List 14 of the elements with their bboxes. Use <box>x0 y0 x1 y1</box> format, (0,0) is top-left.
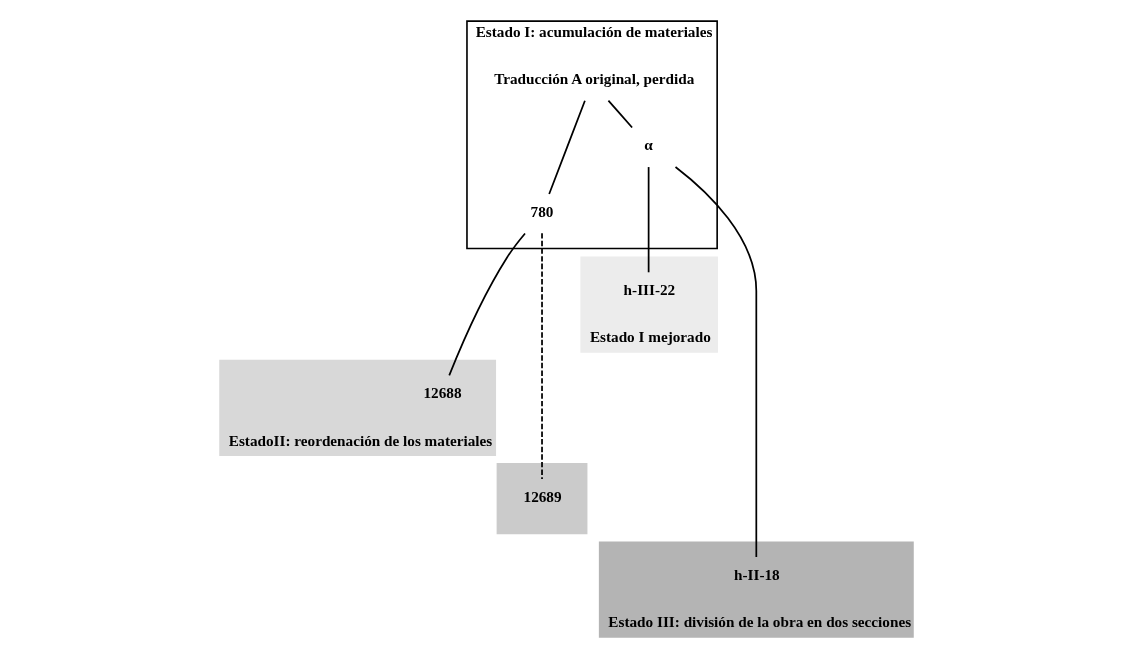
node-text: 780 <box>530 202 554 220</box>
cluster <box>496 463 588 535</box>
connector <box>607 99 633 129</box>
connector <box>541 232 543 480</box>
connector <box>647 166 650 274</box>
node-text: 12689 <box>523 487 562 505</box>
connector <box>448 232 526 377</box>
connector <box>674 166 758 558</box>
node-text: 12688 <box>423 384 462 402</box>
node-text: Traducción A original, perdida <box>494 69 695 87</box>
node-text: h-III-22 <box>623 280 676 298</box>
node-text: α <box>644 136 653 154</box>
connector <box>548 99 586 195</box>
node-text: h-II-18 <box>734 565 780 583</box>
